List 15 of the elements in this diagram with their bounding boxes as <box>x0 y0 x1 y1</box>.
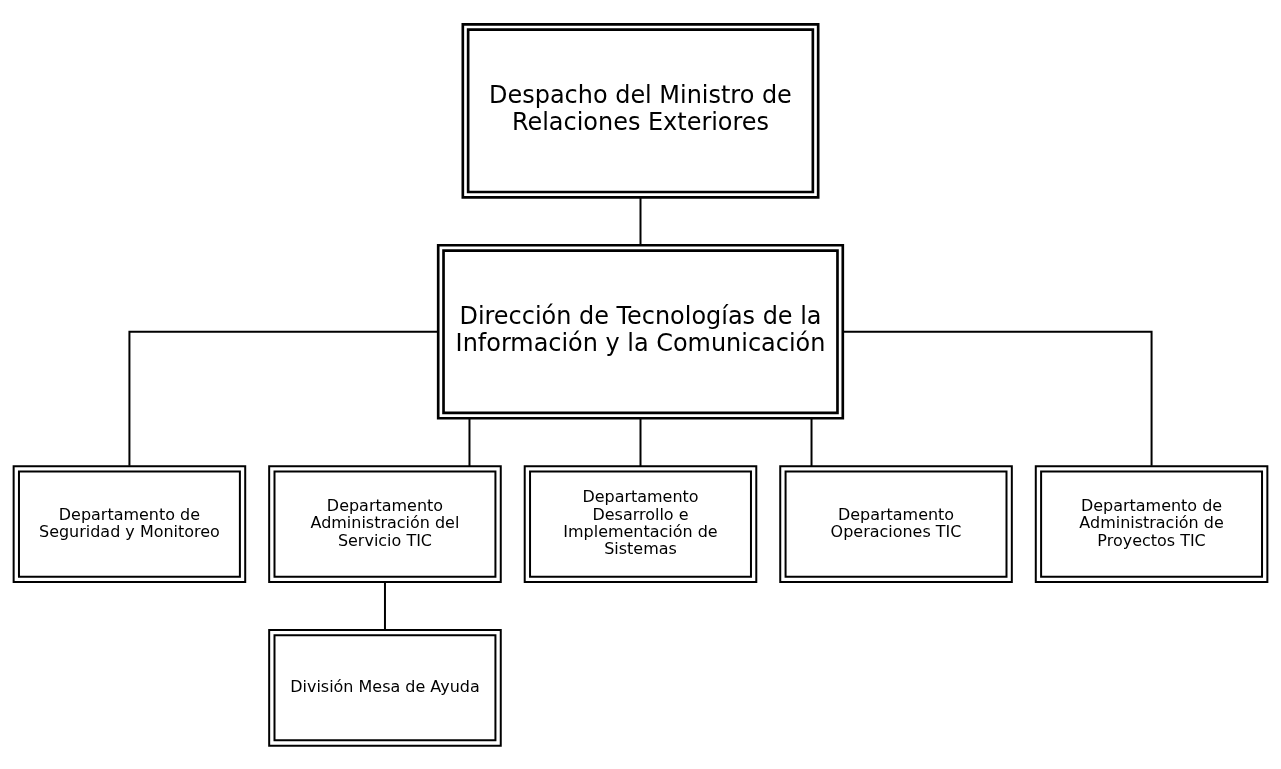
connector <box>639 196 642 246</box>
connector <box>810 416 813 467</box>
node-box: Departamento de Administración de Proyectos TIC <box>1034 464 1269 583</box>
node-box: Departamento de Seguridad y Monitoreo <box>12 464 247 583</box>
connector <box>639 416 642 467</box>
node-box: Departamento Desarrollo e Implementación de Sistemas <box>523 464 758 583</box>
node-box: Departamento Administración del Servicio TIC <box>268 464 502 583</box>
connector <box>383 580 386 631</box>
node-box: Dirección de Tecnologías de la Información y la Comunicación <box>436 243 845 420</box>
node-box: Despacho del Ministro de Relaciones Exteriores <box>461 22 820 199</box>
connector <box>468 416 471 467</box>
connector <box>841 330 1153 467</box>
connector <box>128 330 440 467</box>
node-box: Departamento Operaciones TIC <box>779 464 1013 583</box>
node-box: División Mesa de Ayuda <box>268 628 502 747</box>
